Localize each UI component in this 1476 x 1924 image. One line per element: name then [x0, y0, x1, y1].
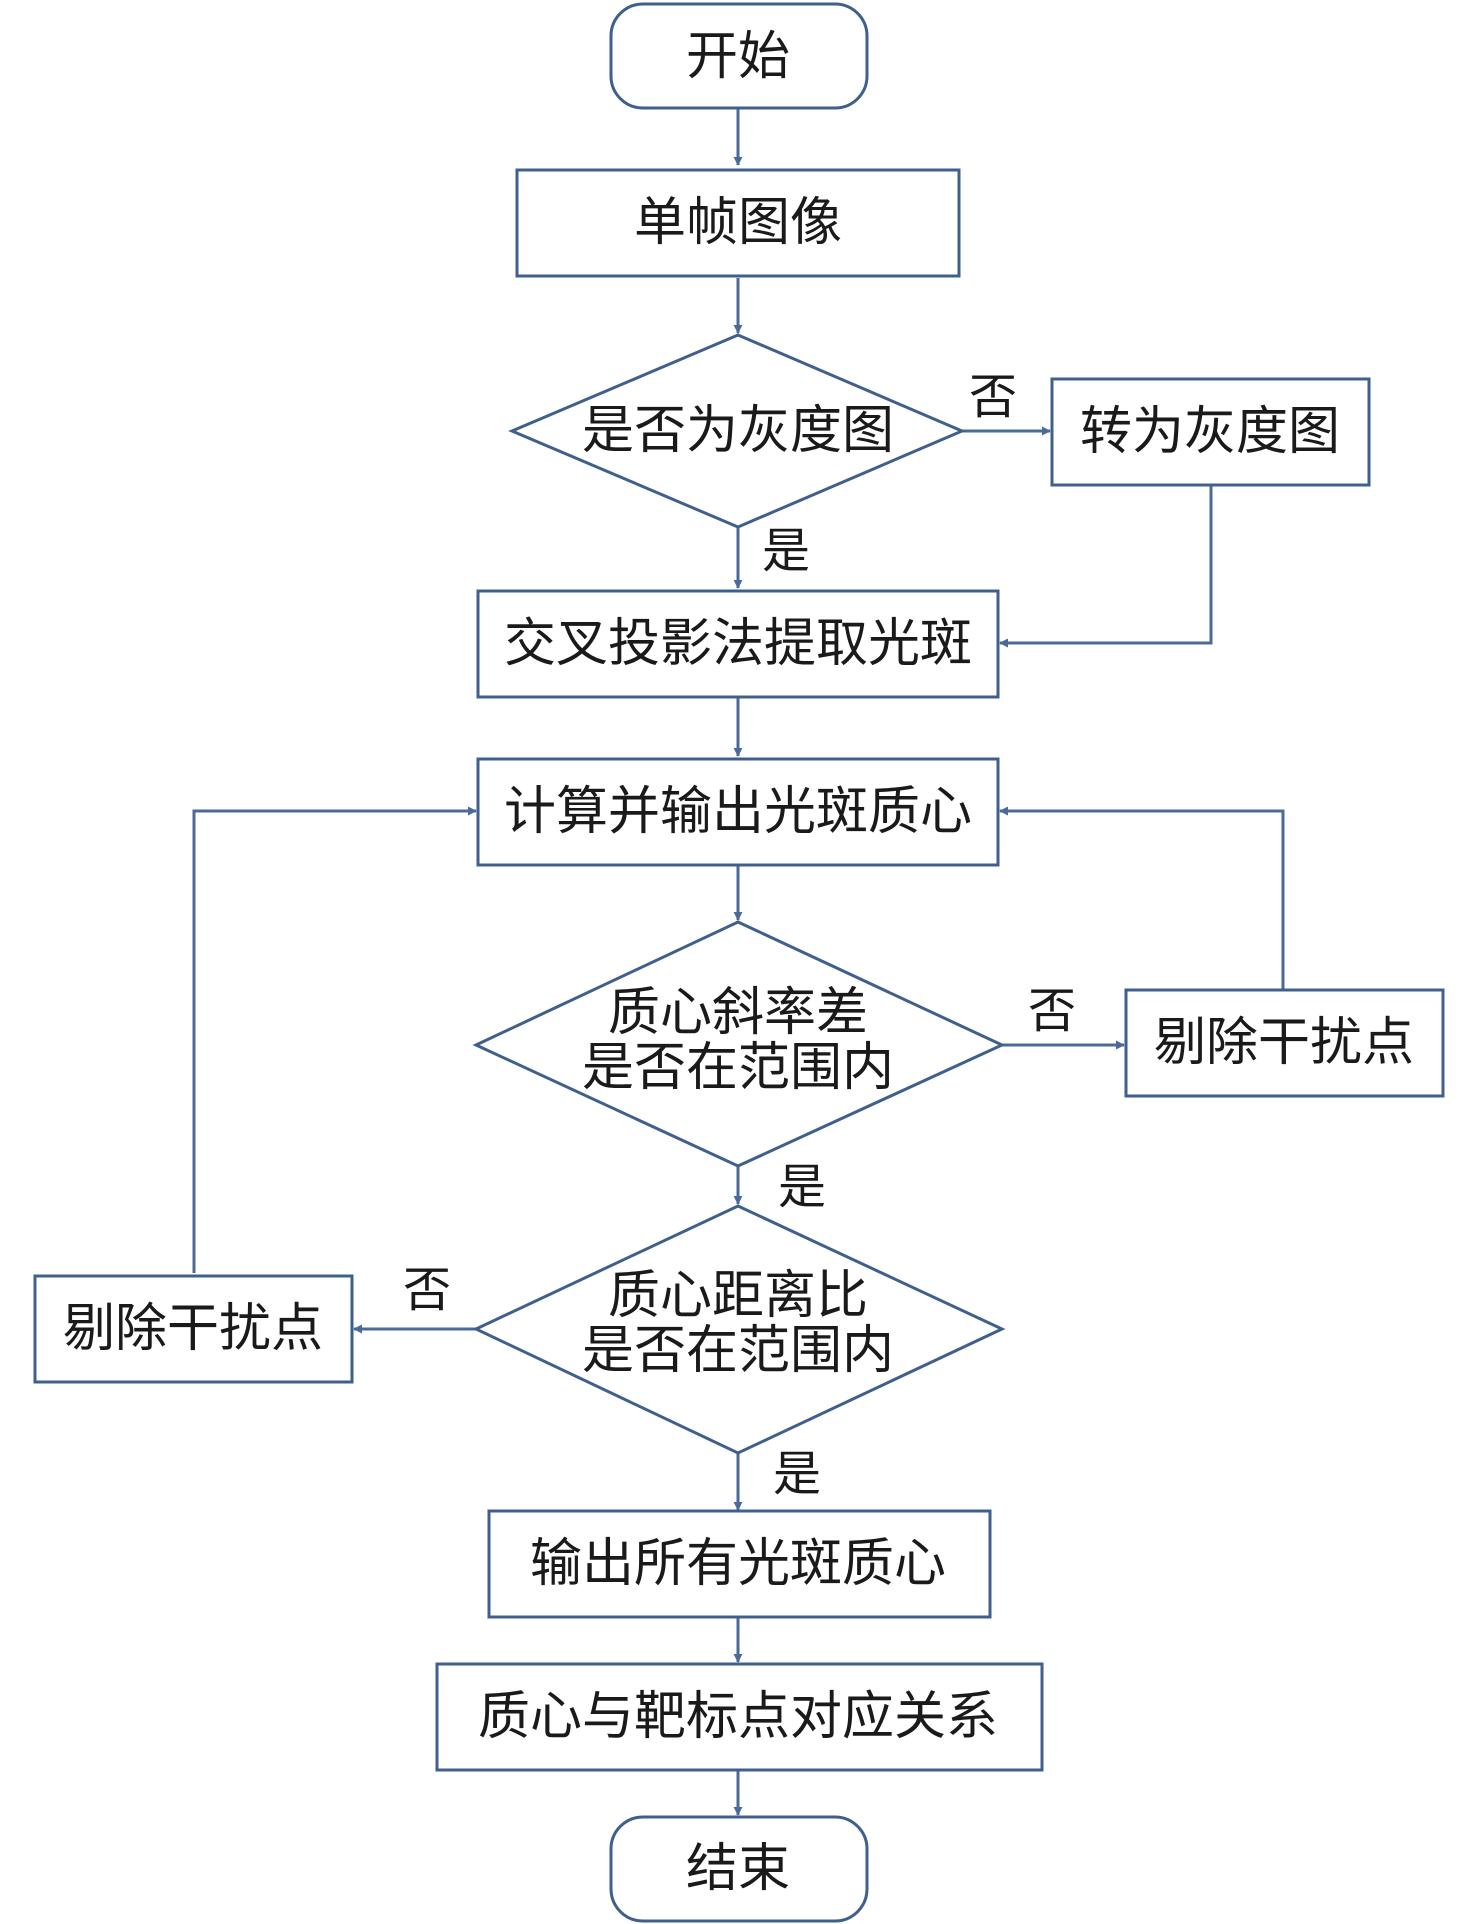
- remove-interference-right-label: 剔除干扰点: [1154, 1013, 1414, 1073]
- distance-check-label-line1: 质心距离比: [608, 1266, 868, 1326]
- single-frame-node: [515, 168, 961, 278]
- correspondence-label: 质心与靶标点对应关系: [478, 1687, 998, 1747]
- slope-yes-label: 是: [778, 1159, 826, 1215]
- distance-check-label-line2: 是否在范围内: [582, 1321, 894, 1381]
- end-node: [609, 1815, 869, 1923]
- edge-to-gray-to-cross-projection: [999, 485, 1213, 648]
- cross-projection-node: [476, 589, 1000, 699]
- remove-interference-left-node: [33, 1274, 354, 1384]
- edge-remove-right-to-compute: [999, 806, 1285, 990]
- remove-interference-right-node: [1124, 988, 1445, 1098]
- to-gray-node: [1050, 377, 1371, 487]
- edges: [192, 108, 1285, 1816]
- slope-check-label-line2: 是否在范围内: [582, 1038, 894, 1098]
- edge-remove-left-to-compute: [192, 806, 477, 1273]
- distance-check-decision: [472, 1204, 1006, 1455]
- cross-projection-label: 交叉投影法提取光斑: [504, 614, 972, 674]
- end-label: 结束: [686, 1839, 790, 1899]
- compute-centroid-node: [476, 757, 1000, 867]
- single-frame-label: 单帧图像: [634, 193, 842, 253]
- slope-no-label: 否: [1028, 983, 1076, 1039]
- nodes: [33, 2, 1445, 1923]
- edge-labels: 否 是 否 是 否 是: [403, 369, 1076, 1502]
- distance-yes-label: 是: [773, 1446, 821, 1502]
- remove-interference-left-label: 剔除干扰点: [63, 1299, 323, 1359]
- to-gray-label: 转为灰度图: [1080, 402, 1340, 462]
- gray-yes-label: 是: [762, 523, 810, 579]
- compute-centroid-label: 计算并输出光斑质心: [504, 782, 972, 842]
- gray-no-label: 否: [969, 369, 1017, 425]
- start-node: [609, 2, 869, 110]
- node-labels: 开始 单帧图像 是否为灰度图 转为灰度图 交叉投影法提取光斑 计算并输出光斑质心…: [63, 27, 1414, 1899]
- output-all-node: [487, 1509, 992, 1619]
- is-gray-decision: [508, 333, 966, 529]
- slope-check-label-line1: 质心斜率差: [608, 983, 868, 1043]
- output-all-label: 输出所有光斑质心: [530, 1534, 946, 1594]
- distance-no-label: 否: [403, 1262, 451, 1318]
- slope-check-decision: [472, 920, 1006, 1168]
- start-label: 开始: [686, 27, 790, 87]
- correspondence-node: [435, 1662, 1044, 1772]
- is-gray-label: 是否为灰度图: [582, 401, 894, 461]
